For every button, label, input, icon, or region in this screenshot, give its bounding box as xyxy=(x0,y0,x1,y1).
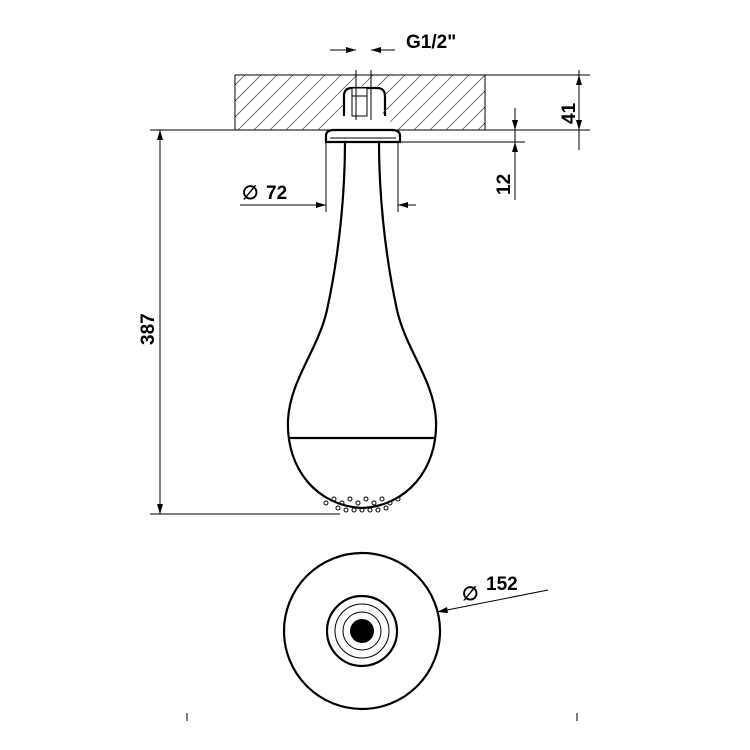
head-outline-circle xyxy=(282,551,442,711)
rosette-height-dimension: 12 xyxy=(400,108,525,200)
rosette xyxy=(324,128,402,144)
bottom-view xyxy=(282,551,442,711)
head-diameter-dimension: ∅ 152 xyxy=(436,574,549,613)
rosette-height-label: 12 xyxy=(494,174,515,195)
thread-fitting xyxy=(342,70,387,120)
nozzle-ring-core xyxy=(342,611,382,651)
ceiling-section xyxy=(234,74,486,130)
neck-diameter-symbol: ∅ xyxy=(242,183,259,204)
ceiling-depth-label: 41 xyxy=(559,102,580,124)
ceiling-hatching xyxy=(235,75,485,130)
ceiling-depth-dimension: 41 xyxy=(485,70,590,150)
thread-dimension: G1/2" xyxy=(330,32,456,53)
shower-head-body xyxy=(286,141,438,513)
registration-marks xyxy=(186,713,578,721)
center-nozzle xyxy=(350,619,374,643)
neck-diameter-label: 72 xyxy=(266,183,287,204)
nozzle-ring-inner xyxy=(334,603,390,659)
total-length-label: 387 xyxy=(138,313,159,345)
spray-nozzles xyxy=(323,496,401,513)
neck-diameter-dimension: ∅ 72 xyxy=(240,142,416,212)
head-diameter-symbol: ∅ xyxy=(462,584,479,605)
thread-label: G1/2" xyxy=(406,32,456,53)
head-diameter-label: 152 xyxy=(486,574,518,595)
total-length-dimension: 387 xyxy=(138,130,340,515)
nozzle-ring-outer xyxy=(325,594,399,668)
